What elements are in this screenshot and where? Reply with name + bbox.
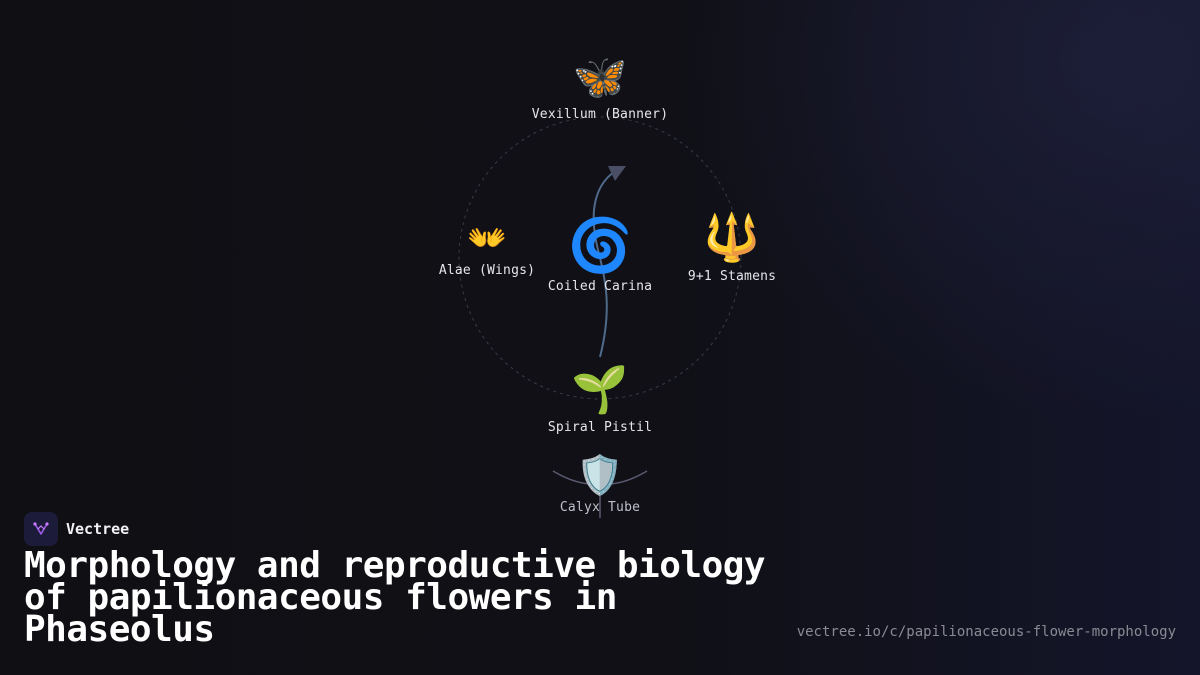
pistil-label: Spiral Pistil <box>547 420 653 435</box>
shield-icon: 🛡️ <box>576 453 624 497</box>
seedling-icon: 🌱 <box>571 362 629 416</box>
orbit-ring <box>458 116 742 400</box>
trident-icon: 🔱 <box>703 210 761 264</box>
butterfly-icon: 🦋 <box>572 52 628 103</box>
growth-arrow-line <box>592 171 615 358</box>
node-carina: 🌀 Coiled Carina <box>548 220 652 294</box>
node-wings: 👐 Alae (Wings) <box>439 222 535 278</box>
node-banner: 🦋 Vexillum (Banner) <box>531 52 669 123</box>
brand[interactable]: Vectree <box>24 512 129 546</box>
banner-label: Vexillum (Banner) <box>531 107 669 122</box>
source-url[interactable]: vectree.io/c/papilionaceous-flower-morph… <box>796 624 1176 640</box>
vectree-logo-icon <box>24 512 58 546</box>
calyx-cup-right <box>599 470 648 485</box>
calyx-label: Calyx Tube <box>559 500 641 515</box>
brand-name: Vectree <box>66 520 130 538</box>
spiral-icon: 🌀 <box>567 216 633 276</box>
open-hands-icon: 👐 <box>467 219 507 257</box>
node-stamens: 🔱 9+1 Stamens <box>688 214 776 284</box>
node-calyx: 🛡️ Calyx Tube <box>560 456 640 515</box>
page-title: Morphology and reproductive biology of p… <box>24 545 766 650</box>
carina-label: Coiled Carina <box>547 279 653 294</box>
calyx-cup-left <box>552 470 601 485</box>
growth-arrow-head <box>608 166 626 181</box>
stamens-label: 9+1 Stamens <box>687 269 777 284</box>
node-pistil: 🌱 Spiral Pistil <box>548 366 652 435</box>
wings-label: Alae (Wings) <box>438 263 536 278</box>
